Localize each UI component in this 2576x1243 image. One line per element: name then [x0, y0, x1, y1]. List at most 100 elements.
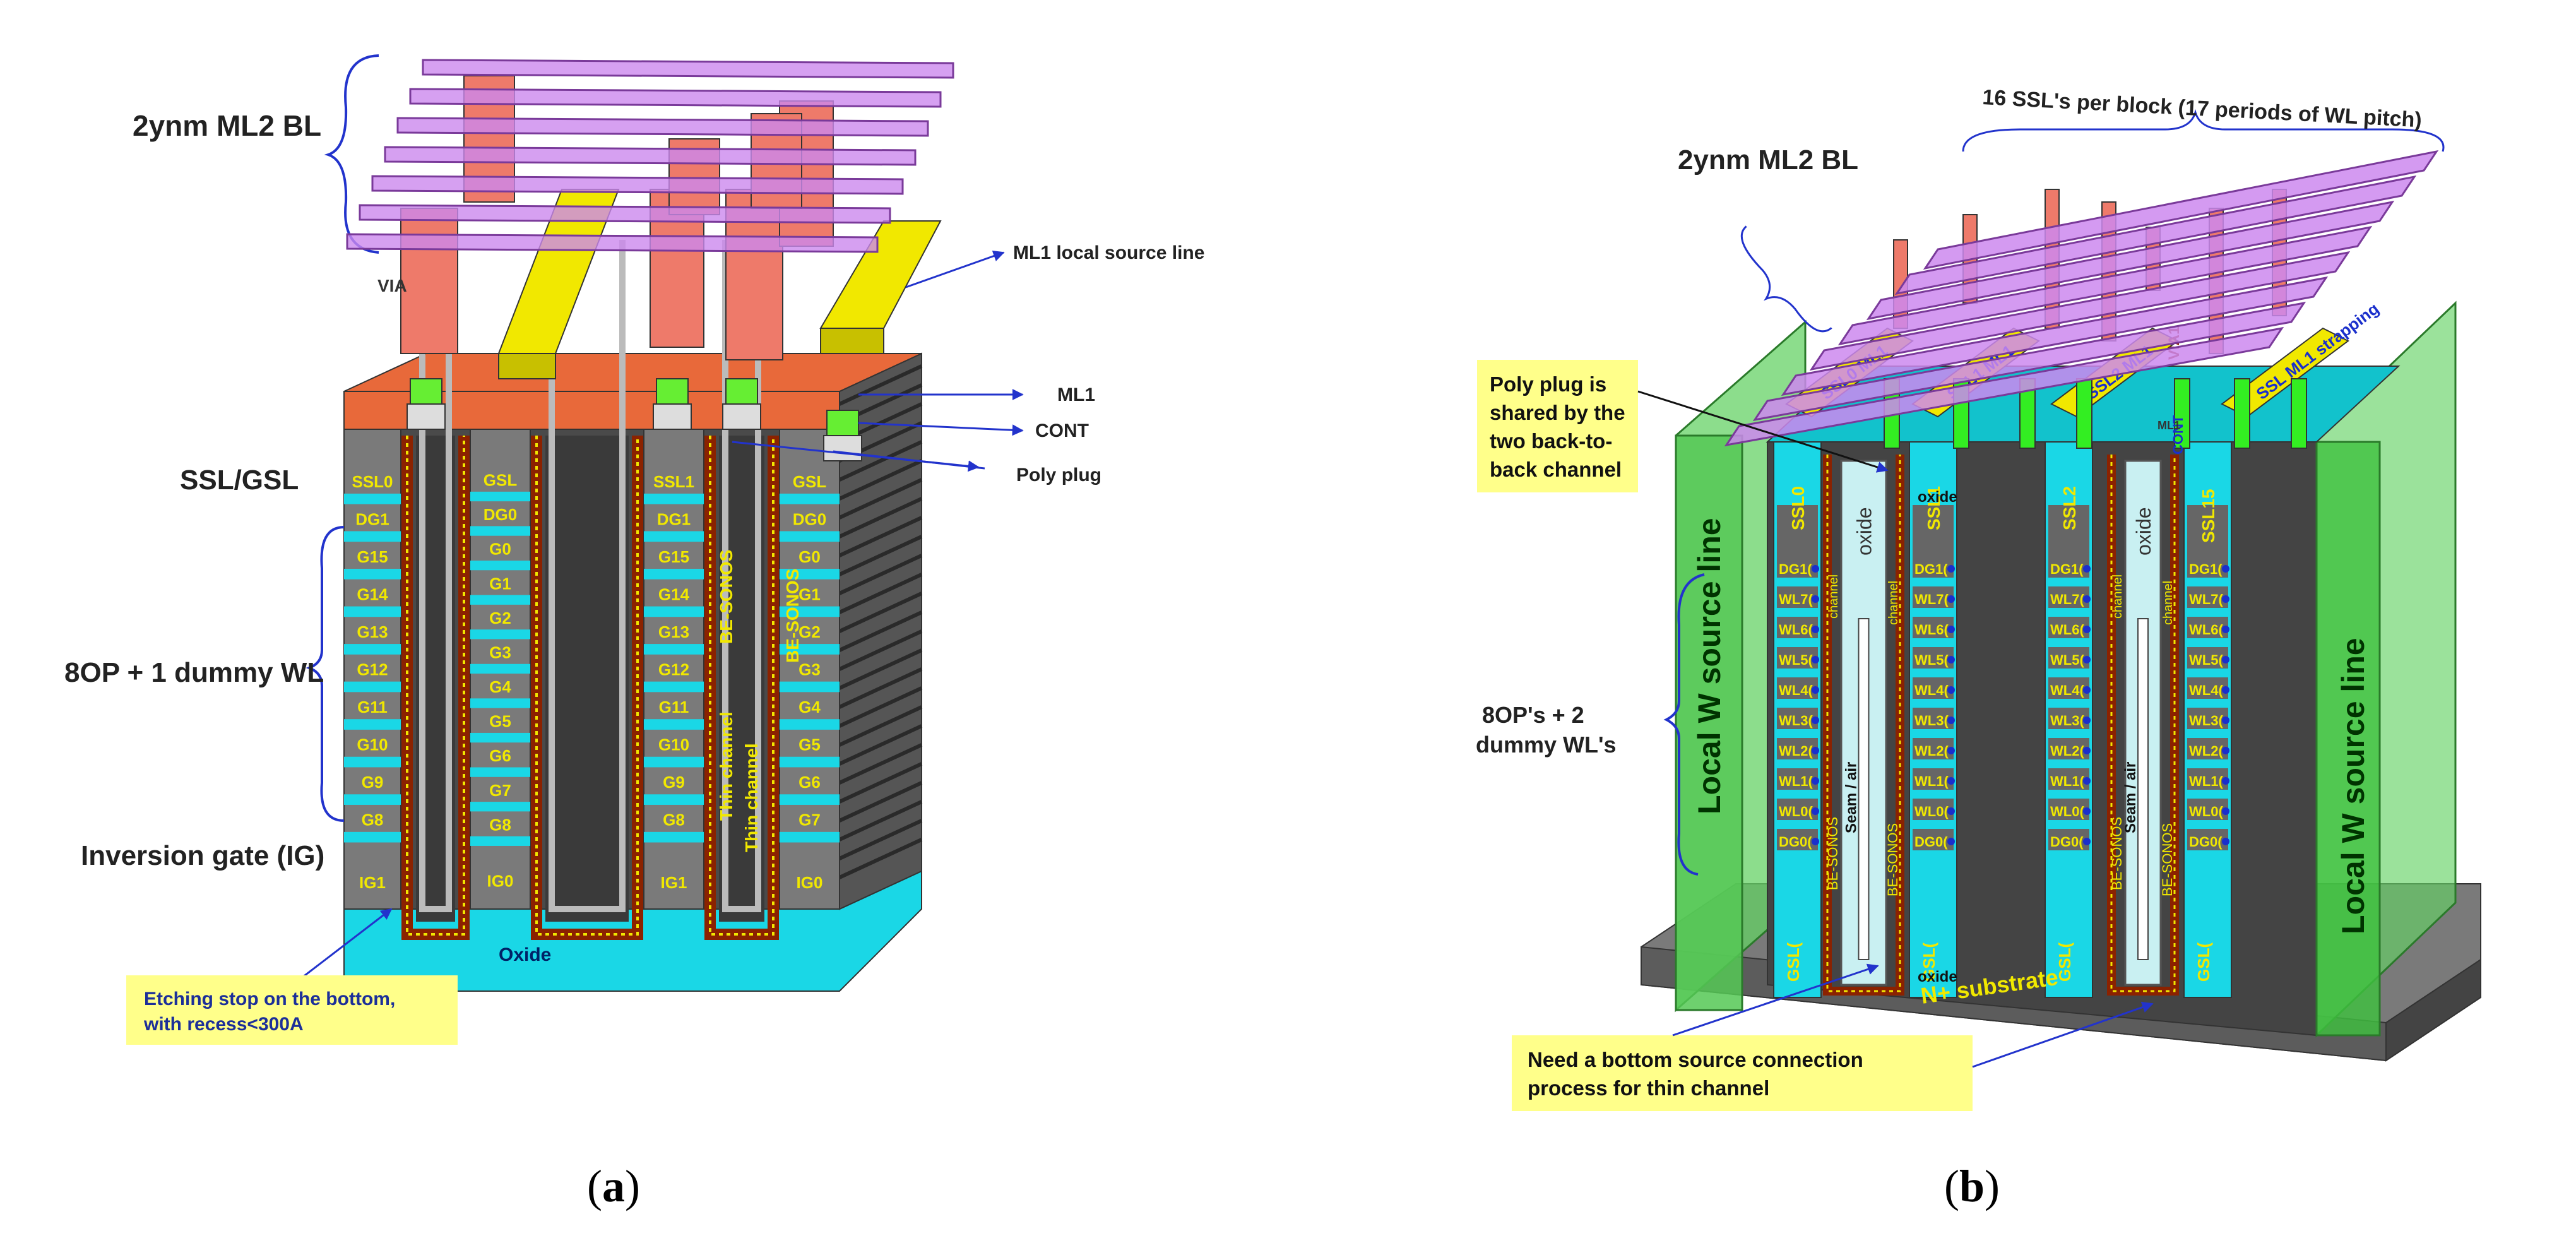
- gate-label: G1: [798, 585, 821, 604]
- label-wl-b-line1: 8OP's + 2: [1482, 702, 1584, 728]
- channel-u-dash: [406, 436, 465, 936]
- wl-stripe: [780, 794, 840, 805]
- cell-dot: [1812, 747, 1819, 754]
- cont-plug: [725, 378, 758, 405]
- local-w-left-label: Local W source line: [1692, 518, 1727, 814]
- wl-stripe-b: [1911, 759, 1955, 768]
- gate-label: DG1: [657, 509, 691, 528]
- bitline-ml2: [359, 204, 891, 224]
- wl-cell-label: WL6(: [1914, 622, 1949, 638]
- wl-cell-label: DG1(: [1779, 561, 1812, 577]
- ssl-column-core: [1913, 505, 1954, 859]
- note-box-b-bottom: [1512, 1035, 1973, 1111]
- wl-stripe: [470, 698, 530, 708]
- be-sonos-label-b: BE-SONOS: [1885, 823, 1901, 896]
- channel-u-dash-b: [2110, 455, 2176, 992]
- gate-label: G1: [489, 574, 511, 593]
- poly-plug-pipe: [722, 240, 761, 912]
- wl-stripe: [470, 767, 530, 777]
- wl-stripe: [470, 526, 530, 536]
- bitline-ml2-b: [1752, 301, 2306, 422]
- cell-dot: [2222, 595, 2229, 603]
- ml1-label-b: ML1: [2158, 419, 2180, 432]
- wl-stripe-b: [2186, 578, 2229, 586]
- poly-plug: [722, 403, 761, 430]
- cell-dot: [2083, 565, 2091, 573]
- bitline-ml2-b: [1781, 276, 2329, 396]
- side-stripe: [838, 497, 923, 538]
- wl-cell-label: WL2(: [1914, 743, 1949, 759]
- callout-ml1-source: ML1 local source line: [1013, 242, 1204, 263]
- side-stripe: [838, 535, 923, 576]
- ssl-column-core: [2187, 505, 2228, 859]
- cont-plug: [410, 378, 442, 405]
- wl-stripe-b: [2186, 608, 2229, 617]
- cont-label-b: CONT: [2170, 415, 2186, 455]
- wl-cell-label: DG1(: [1914, 561, 1948, 577]
- channel-u-dash-b: [1826, 455, 1901, 992]
- wl-stripe-b: [2047, 638, 2091, 647]
- cell-dot: [1812, 717, 1819, 724]
- gsl-label: GSL(: [2194, 943, 2213, 982]
- bitline-ml2: [409, 88, 942, 108]
- be-sonos-label-b: BE-SONOS: [2159, 823, 2175, 896]
- note-b-bottom-line1: Need a bottom source connection: [1528, 1048, 1863, 1071]
- note-a-line2: with recess<300A: [143, 1014, 304, 1035]
- wl-cell-label: WL3(: [1779, 713, 1813, 729]
- wl-cell-label: DG0(: [1779, 834, 1812, 850]
- wl-brace-b: [1663, 573, 1705, 876]
- wl-stripe-b: [2186, 729, 2229, 738]
- caption-a-letter: a: [602, 1161, 625, 1211]
- wl-stripe-b: [2186, 850, 2229, 859]
- wl-stripe-b: [2047, 578, 2091, 586]
- cell-dot: [1812, 777, 1819, 785]
- cell-dot: [1812, 807, 1819, 815]
- cont-plug: [656, 378, 689, 405]
- wl-cell-label: WL5(: [1914, 652, 1949, 668]
- gate-label: IG0: [797, 873, 823, 892]
- wl-stripe-b: [2047, 850, 2091, 859]
- gate-label: G2: [798, 622, 821, 641]
- channel-u-dash: [709, 436, 775, 936]
- gate-label: G13: [357, 622, 388, 641]
- seam-air-b: [1858, 618, 1870, 960]
- gate-label: IG1: [359, 873, 386, 892]
- wl-stripe: [780, 644, 840, 655]
- cell-dot: [1812, 838, 1819, 845]
- bitline-ml2: [346, 233, 879, 253]
- wl-stripe: [344, 794, 401, 805]
- oxide-top-label: oxide: [1918, 489, 1957, 506]
- wl-stripe: [780, 831, 840, 843]
- caption-a: (a): [587, 1161, 640, 1211]
- bitline-ml2-b: [1923, 150, 2439, 270]
- gate-label: G4: [798, 698, 821, 717]
- bitline-ml2-b: [1837, 225, 2373, 346]
- gate-label: G6: [798, 773, 821, 792]
- cell-dot: [1947, 717, 1955, 724]
- cont-plug: [826, 410, 859, 436]
- gate-label: G10: [658, 735, 689, 754]
- wl-cell-label: WL5(: [1779, 652, 1813, 668]
- wl-stripe-b: [1776, 638, 1819, 647]
- side-stripe: [838, 724, 923, 766]
- wl-stripe: [470, 732, 530, 743]
- gate-label: G5: [489, 712, 511, 731]
- side-stripe: [838, 459, 923, 501]
- gate-label: G13: [658, 622, 689, 641]
- cell-dot: [2083, 686, 2091, 694]
- label-wl-b-line2: dummy WL's: [1476, 732, 1617, 758]
- gate-label: G11: [357, 698, 388, 717]
- cont-plug-b: [2291, 378, 2307, 449]
- wl-stripe-b: [1911, 578, 1955, 586]
- side-stripe: [838, 686, 923, 728]
- wl-cell-label: WL4(: [2050, 682, 2084, 698]
- cell-dot: [2083, 807, 2091, 815]
- gate-label: G9: [663, 773, 685, 792]
- gate-label: DG0: [484, 505, 517, 524]
- note-a-line1: Etching stop on the bottom,: [144, 989, 395, 1009]
- label-wl-a: 8OP + 1 dummy WL: [64, 657, 324, 688]
- side-stripe: [838, 648, 923, 690]
- gsl-label: GSL(: [1784, 943, 1803, 982]
